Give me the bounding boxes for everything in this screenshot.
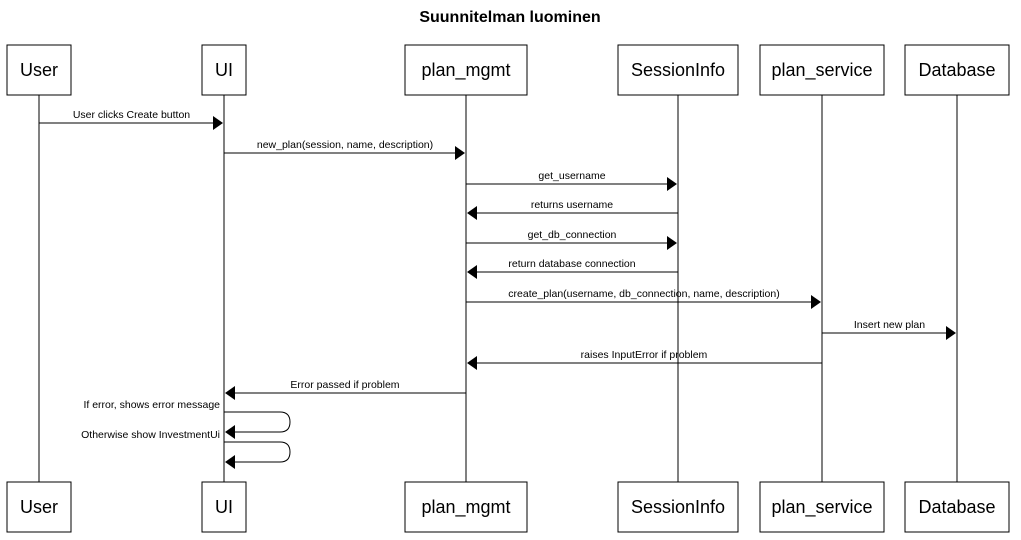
message-2: new_plan(session, name, description) bbox=[224, 139, 465, 160]
participant-label: SessionInfo bbox=[631, 497, 725, 517]
participant-label: User bbox=[20, 497, 58, 517]
arrow-head bbox=[811, 295, 821, 309]
message-12: Otherwise show InvestmentUi bbox=[81, 429, 291, 469]
participant-box bbox=[404, 44, 528, 96]
message-label: Insert new plan bbox=[854, 319, 925, 331]
message-7: create_plan(username, db_connection, nam… bbox=[466, 288, 821, 309]
arrow-head bbox=[467, 206, 477, 220]
participant-bottom-database: Database bbox=[904, 481, 1010, 533]
arrow-head bbox=[946, 326, 956, 340]
message-3: get_username bbox=[466, 170, 677, 191]
message-label: get_db_connection bbox=[528, 229, 617, 241]
participant-label: plan_mgmt bbox=[421, 60, 510, 81]
participant-label: Database bbox=[918, 60, 995, 80]
message-label: User clicks Create button bbox=[73, 109, 190, 121]
participant-box bbox=[201, 44, 247, 96]
arrow-head bbox=[213, 116, 223, 130]
message-label: If error, shows error message bbox=[83, 399, 220, 411]
arrow-head bbox=[667, 236, 677, 250]
participant-box bbox=[617, 44, 739, 96]
participant-box bbox=[6, 44, 72, 96]
message-label: new_plan(session, name, description) bbox=[257, 139, 433, 151]
participant-box bbox=[759, 44, 885, 96]
arrow-head bbox=[455, 146, 465, 160]
participant-box bbox=[904, 44, 1010, 96]
participant-bottom-plan-mgmt: plan_mgmt bbox=[404, 481, 528, 533]
message-line bbox=[224, 441, 291, 463]
arrow-head bbox=[225, 425, 235, 439]
arrow-head bbox=[225, 386, 235, 400]
message-label: return database connection bbox=[508, 258, 635, 270]
participant-top-user: User bbox=[6, 44, 72, 96]
participant-bottom-user: User bbox=[6, 481, 72, 533]
message-label: create_plan(username, db_connection, nam… bbox=[508, 288, 779, 300]
participant-box bbox=[759, 481, 885, 533]
lifelines bbox=[38, 95, 958, 482]
participant-top-ui: UI bbox=[201, 44, 247, 96]
participant-top-plan-service: plan_service bbox=[759, 44, 885, 96]
participant-label: plan_service bbox=[771, 60, 872, 81]
arrow-head bbox=[467, 265, 477, 279]
participant-box bbox=[904, 481, 1010, 533]
message-9: raises InputError if problem bbox=[467, 349, 822, 370]
participant-label: UI bbox=[215, 60, 233, 80]
message-label: raises InputError if problem bbox=[581, 349, 708, 361]
message-8: Insert new plan bbox=[822, 319, 956, 340]
participant-bottom-plan-service: plan_service bbox=[759, 481, 885, 533]
participant-box bbox=[6, 481, 72, 533]
message-label: returns username bbox=[531, 199, 613, 211]
arrow-head bbox=[467, 356, 477, 370]
message-label: Error passed if problem bbox=[290, 379, 399, 391]
participant-bottom-sessioninfo: SessionInfo bbox=[617, 481, 739, 533]
participant-label: plan_mgmt bbox=[421, 497, 510, 518]
participant-label: Database bbox=[918, 497, 995, 517]
participant-top-plan-mgmt: plan_mgmt bbox=[404, 44, 528, 96]
message-label: Otherwise show InvestmentUi bbox=[81, 429, 220, 441]
message-4: returns username bbox=[467, 199, 678, 220]
message-11: If error, shows error message bbox=[83, 399, 291, 439]
participant-box bbox=[617, 481, 739, 533]
diagram-title: Suunnitelman luominen bbox=[419, 9, 600, 26]
message-line bbox=[224, 411, 291, 433]
message-6: return database connection bbox=[467, 258, 678, 279]
arrow-head bbox=[667, 177, 677, 191]
message-label: get_username bbox=[538, 170, 605, 182]
participant-top-sessioninfo: SessionInfo bbox=[617, 44, 739, 96]
participant-label: plan_service bbox=[771, 497, 872, 518]
participant-label: UI bbox=[215, 497, 233, 517]
participant-box bbox=[404, 481, 528, 533]
participant-bottom-ui: UI bbox=[201, 481, 247, 533]
message-5: get_db_connection bbox=[466, 229, 677, 250]
participant-top-database: Database bbox=[904, 44, 1010, 96]
message-1: User clicks Create button bbox=[39, 109, 223, 130]
arrow-head bbox=[225, 455, 235, 469]
participant-label: User bbox=[20, 60, 58, 80]
participant-box bbox=[201, 481, 247, 533]
message-10: Error passed if problem bbox=[225, 379, 466, 400]
participant-label: SessionInfo bbox=[631, 60, 725, 80]
messages: User clicks Create button new_plan(sessio… bbox=[39, 109, 956, 469]
